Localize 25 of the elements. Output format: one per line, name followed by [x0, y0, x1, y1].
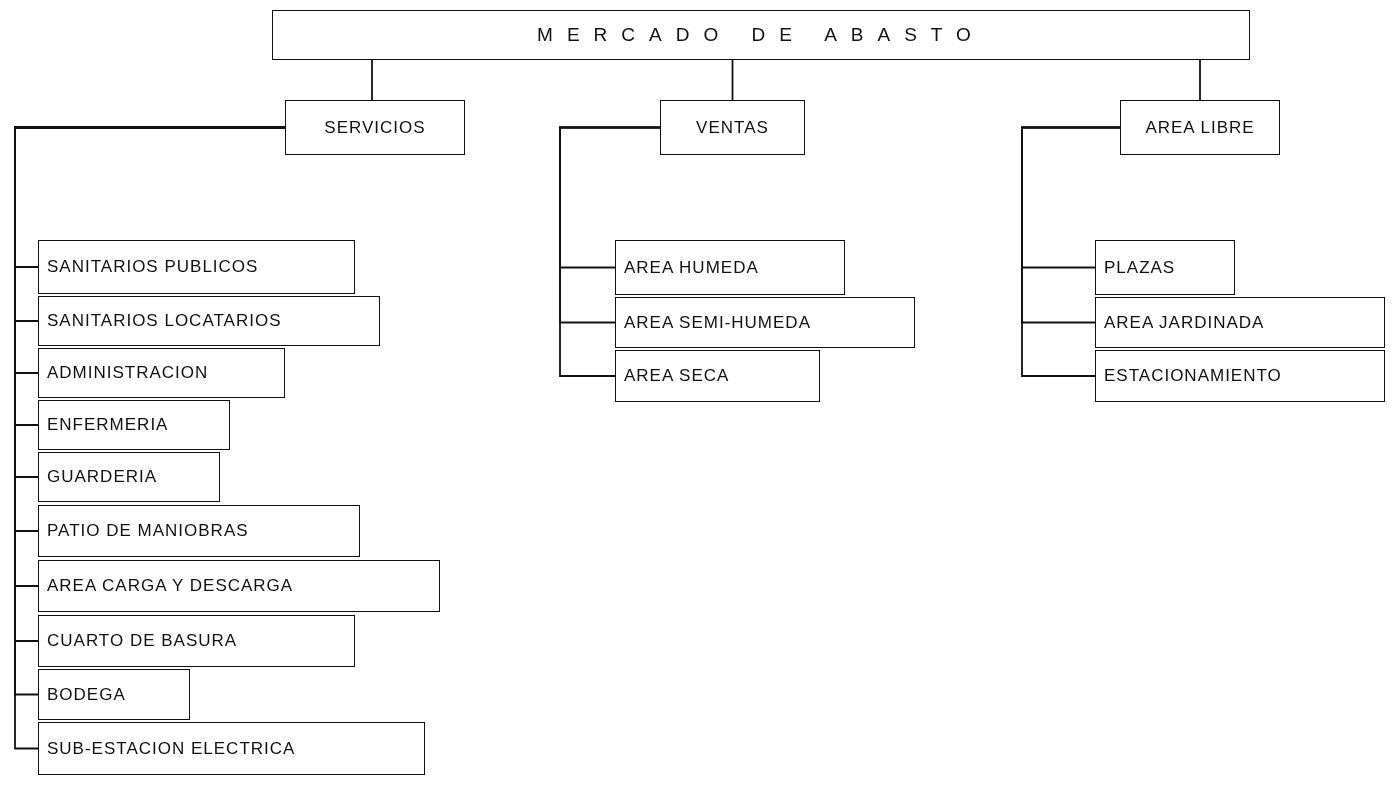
item-box: AREA SECA — [615, 350, 820, 402]
connector-line — [1021, 126, 1121, 377]
item-box: PLAZAS — [1095, 240, 1235, 295]
title-box: MERCADO DE ABASTO — [272, 10, 1250, 60]
category-box: SERVICIOS — [285, 100, 465, 155]
item-box: ADMINISTRACION — [38, 348, 285, 398]
connector-line — [1199, 59, 1201, 101]
item-box: PATIO DE MANIOBRAS — [38, 505, 360, 557]
item-box: ENFERMERIA — [38, 400, 230, 450]
item-box: AREA HUMEDA — [615, 240, 845, 295]
item-box: BODEGA — [38, 669, 190, 720]
category-box: AREA LIBRE — [1120, 100, 1280, 155]
item-box: AREA SEMI-HUMEDA — [615, 297, 915, 348]
item-box: AREA JARDINADA — [1095, 297, 1385, 348]
item-box: ESTACIONAMIENTO — [1095, 350, 1385, 402]
connector-line — [559, 126, 661, 377]
connector-line — [731, 59, 734, 101]
item-box: SANITARIOS PUBLICOS — [38, 240, 355, 294]
item-box: GUARDERIA — [38, 452, 220, 502]
item-box: CUARTO DE BASURA — [38, 615, 355, 667]
connector-line — [371, 59, 373, 101]
category-box: VENTAS — [660, 100, 805, 155]
item-box: SANITARIOS LOCATARIOS — [38, 296, 380, 346]
item-box: AREA CARGA Y DESCARGA — [38, 560, 440, 612]
item-box: SUB-ESTACION ELECTRICA — [38, 722, 425, 775]
